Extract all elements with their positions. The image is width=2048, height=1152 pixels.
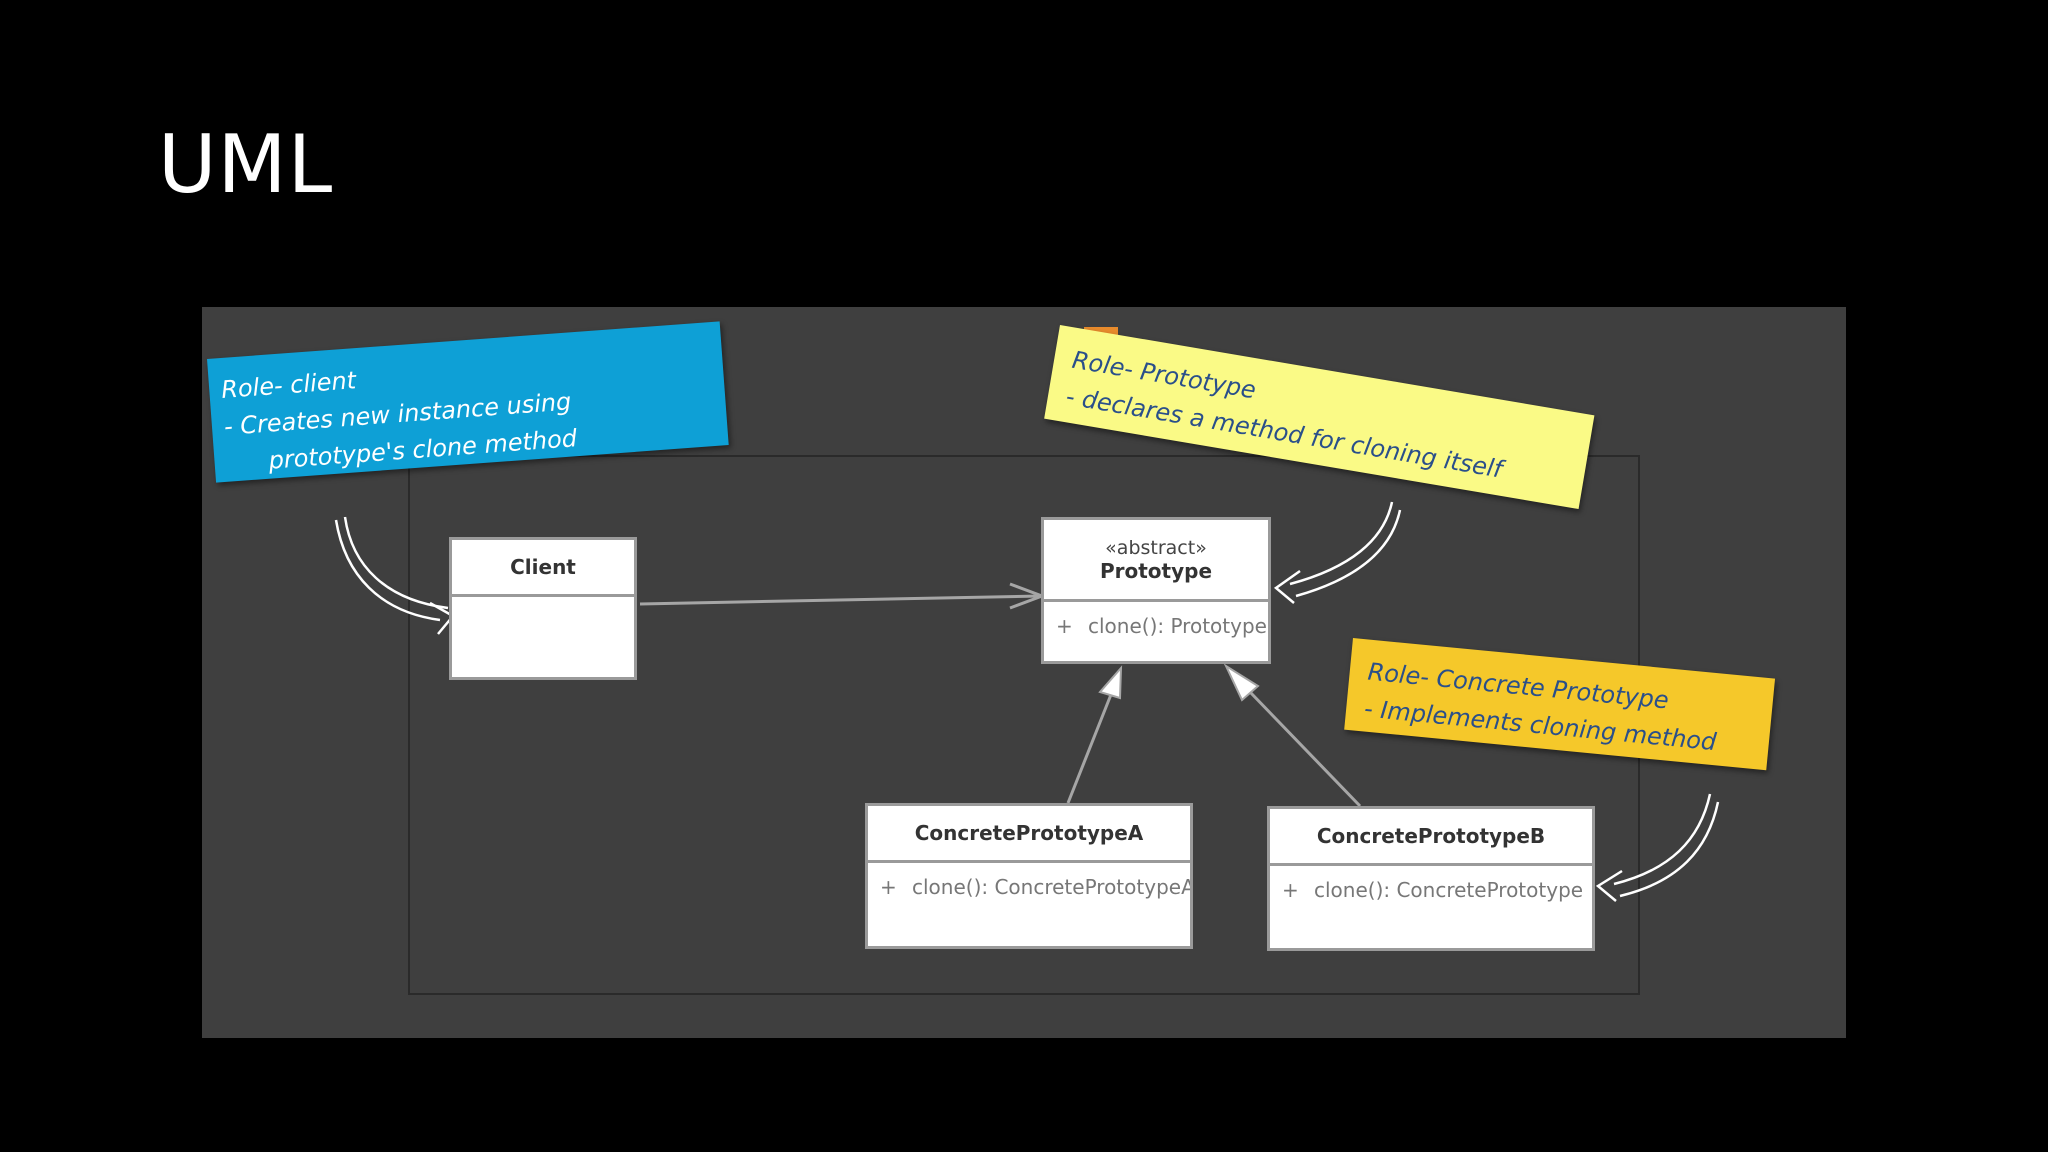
association-line — [639, 594, 1041, 606]
generalization-head-a — [1098, 665, 1123, 700]
client-class-name: Client — [510, 555, 576, 579]
concrete-note-arrow — [1613, 793, 1720, 898]
client-note-arrow — [334, 516, 449, 622]
generalization-head-b — [1223, 663, 1260, 702]
prototype-note-arrow — [1289, 501, 1402, 598]
concrete-note-arrowhead — [1595, 869, 1623, 902]
prototype-class-header: «abstract» Prototype — [1044, 520, 1268, 602]
concrete-a-class-header: ConcretePrototypeA — [868, 806, 1190, 863]
prototype-note-arrowhead — [1273, 569, 1301, 604]
concrete-b-class-header: ConcretePrototypeB — [1270, 809, 1592, 866]
client-class-header: Client — [452, 540, 634, 597]
concrete-b-clone-method: +clone(): ConcretePrototype — [1282, 878, 1584, 902]
client-class[interactable]: Client — [449, 537, 637, 680]
prototype-stereotype: «abstract» — [1105, 536, 1207, 559]
generalization-line-a — [1066, 691, 1114, 804]
concrete-prototype-b-class[interactable]: ConcretePrototypeB +clone(): ConcretePro… — [1267, 806, 1595, 951]
prototype-class-name: Prototype — [1099, 558, 1213, 583]
concrete-a-clone-method: +clone(): ConcretePrototypeA — [880, 875, 1190, 899]
generalization-line-b — [1248, 690, 1362, 808]
prototype-clone-method: +clone(): Prototype — [1056, 614, 1267, 638]
concrete-a-class-name: ConcretePrototypeA — [914, 821, 1144, 845]
concrete-prototype-a-class[interactable]: ConcretePrototypeA +clone(): ConcretePro… — [865, 803, 1193, 949]
slide-title: UML — [158, 118, 334, 211]
concrete-b-class-name: ConcretePrototypeB — [1316, 824, 1546, 848]
prototype-class[interactable]: «abstract» Prototype +clone(): Prototype — [1041, 517, 1271, 664]
